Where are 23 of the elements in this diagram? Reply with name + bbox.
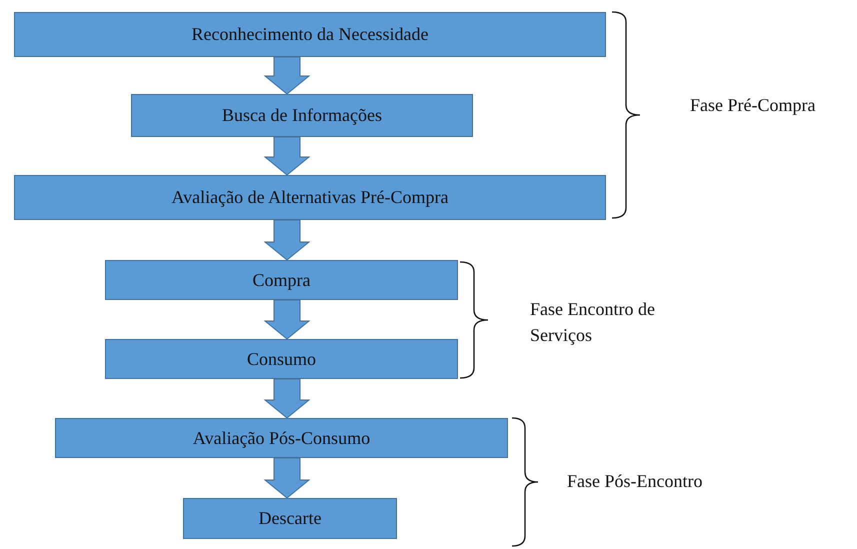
phase-label: Fase Encontro de Serviços	[530, 298, 656, 348]
block-arrow	[264, 300, 310, 340]
step-label: Descarte	[258, 508, 322, 529]
step-label: Compra	[252, 270, 310, 290]
step-label: Avaliação de Alternativas Pré-Compra	[171, 187, 449, 208]
block-arrow	[264, 136, 310, 176]
step-label: Reconhecimento da Necessidade	[192, 24, 428, 45]
process-box	[14, 175, 606, 220]
step-label: Busca de Informações	[222, 105, 382, 126]
block-arrow	[264, 56, 310, 95]
phase-label: Fase Pré-Compra	[690, 94, 816, 117]
process-box	[14, 12, 606, 57]
process-box	[105, 260, 458, 300]
step-label: Consumo	[246, 348, 316, 370]
process-box	[183, 498, 397, 539]
process-box	[131, 94, 473, 137]
block-arrow	[264, 458, 310, 499]
phase-label: Fase Pós-Encontro	[567, 470, 704, 493]
process-box	[105, 339, 458, 379]
process-box	[55, 418, 508, 458]
step-label: Avaliação Pós-Consumo	[192, 428, 370, 448]
block-arrow	[264, 220, 310, 261]
block-arrow	[264, 378, 310, 419]
